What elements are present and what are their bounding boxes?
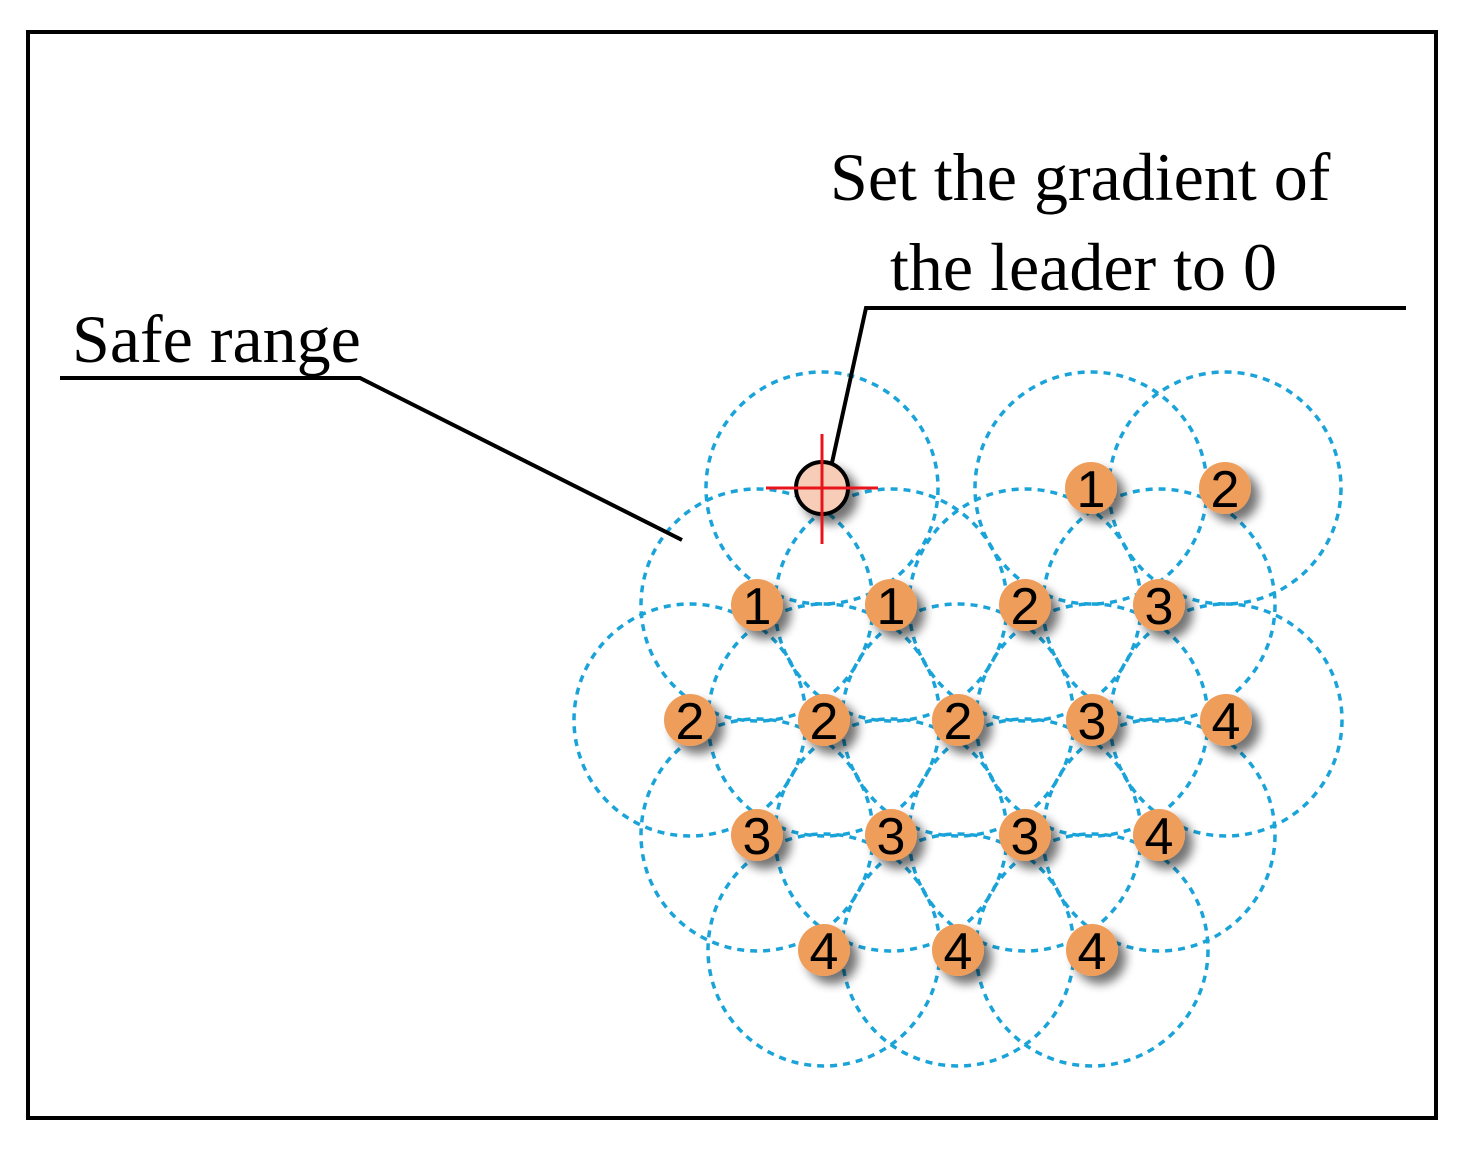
follower-node-circle — [798, 924, 850, 976]
follower-node-circle — [731, 809, 783, 861]
follower-node: 1 — [731, 578, 783, 636]
leader-annotation-line1: Set the gradient of — [830, 139, 1331, 215]
follower-node-label: 1 — [877, 578, 906, 636]
follower-node: 2 — [664, 693, 716, 751]
follower-node: 4 — [1133, 808, 1185, 866]
follower-node-circle — [1133, 579, 1185, 631]
leader-annotation-line2: the leader to 0 — [890, 229, 1277, 305]
follower-node-circle — [1200, 694, 1252, 746]
follower-node: 3 — [731, 808, 783, 866]
follower-node: 4 — [798, 923, 850, 981]
follower-node: 3 — [865, 808, 917, 866]
follower-node-circle — [999, 809, 1051, 861]
follower-node-label: 3 — [1078, 693, 1107, 751]
follower-node-label: 2 — [944, 693, 973, 751]
follower-node-circle — [731, 579, 783, 631]
diagram-frame — [26, 30, 1438, 1120]
follower-node: 4 — [1200, 693, 1252, 751]
follower-node-circle — [932, 924, 984, 976]
follower-node-label: 2 — [676, 693, 705, 751]
leader-annotation-pointer — [824, 306, 1406, 491]
follower-node: 3 — [1133, 578, 1185, 636]
follower-node: 2 — [1199, 461, 1251, 519]
follower-node: 4 — [1066, 923, 1118, 981]
follower-node-circle — [999, 579, 1051, 631]
follower-node: 3 — [999, 808, 1051, 866]
follower-node: 2 — [798, 693, 850, 751]
safe-range-pointer — [60, 376, 683, 542]
follower-node-circle — [1066, 694, 1118, 746]
follower-node-circle — [798, 694, 850, 746]
follower-node: 3 — [1066, 693, 1118, 751]
follower-node-label: 3 — [743, 808, 772, 866]
follower-node: 4 — [932, 923, 984, 981]
follower-node-circle — [865, 809, 917, 861]
follower-node-circle — [1066, 924, 1118, 976]
follower-node-circle — [664, 694, 716, 746]
safe-range-annotation: Safe range — [72, 301, 361, 377]
follower-node-label: 3 — [1011, 808, 1040, 866]
follower-node-label: 2 — [1211, 461, 1240, 519]
follower-node: 2 — [999, 578, 1051, 636]
safe-range-circle — [704, 370, 940, 606]
follower-node-label: 4 — [1145, 808, 1174, 866]
follower-node: 1 — [1065, 461, 1117, 519]
follower-node-circle — [1199, 462, 1251, 514]
follower-node-label: 1 — [743, 578, 772, 636]
follower-node-circle — [1133, 809, 1185, 861]
follower-node-label: 4 — [1078, 923, 1107, 981]
follower-node: 1 — [865, 578, 917, 636]
follower-node-circle — [1065, 462, 1117, 514]
follower-node-label: 3 — [877, 808, 906, 866]
leader-node — [766, 434, 878, 544]
follower-node-label: 3 — [1145, 578, 1174, 636]
follower-node-circle — [932, 694, 984, 746]
follower-node-label: 4 — [810, 923, 839, 981]
follower-node-label: 2 — [1011, 578, 1040, 636]
follower-node-label: 4 — [1212, 693, 1241, 751]
follower-node-label: 2 — [810, 693, 839, 751]
follower-node: 2 — [932, 693, 984, 751]
follower-node-label: 4 — [944, 923, 973, 981]
follower-node-circle — [865, 579, 917, 631]
follower-node-label: 1 — [1077, 461, 1106, 519]
